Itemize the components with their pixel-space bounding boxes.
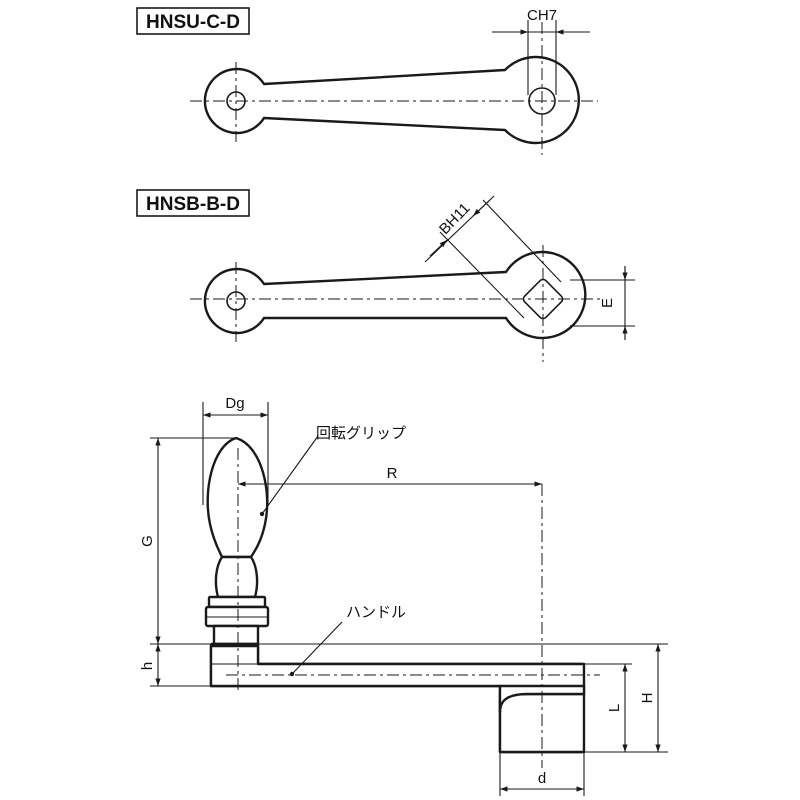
title-box-hnsu [136, 7, 250, 35]
title-hnsu: HNSU-C-D [146, 12, 240, 33]
bh11-arrow-a [429, 239, 448, 257]
dg-label: Dg [225, 395, 244, 412]
g-label: G [139, 535, 156, 547]
bh11-label: BH11 [436, 200, 474, 238]
square-bore [522, 278, 564, 320]
handle-arm-outline [203, 250, 587, 340]
handle-callout-leader [291, 621, 343, 675]
grip-collar [207, 595, 267, 609]
rotating-grip-knob [206, 436, 269, 559]
grip-callout-dot [259, 511, 265, 517]
bh11-extension-upper [482, 199, 562, 283]
title-hnsb: HNSB-B-D [146, 194, 240, 215]
bh11-arrow-b [472, 199, 491, 217]
r-label: R [387, 465, 398, 482]
bh11-extension-lower [439, 231, 525, 319]
handle-arm-outline [203, 55, 581, 145]
l-label: L [606, 704, 623, 712]
handle-callout-label: ハンドル [346, 603, 406, 621]
grip-neck [214, 555, 259, 599]
hub-fillet [498, 684, 586, 714]
d-label: d [538, 770, 546, 787]
title-box-hnsb [136, 189, 250, 217]
grip-shaft [212, 624, 260, 646]
view-side-elevation: Dg G h R L H d 回転グリップ ハンドル [139, 395, 668, 796]
e-label: E [599, 298, 616, 308]
h-big-label: H [639, 693, 656, 704]
grip-callout-leader [261, 435, 319, 515]
grip-callout-label: 回転グリップ [316, 424, 406, 442]
ch7-label: CH7 [527, 7, 557, 24]
view-hnsb-b-d: HNSB-B-D BH11 E [136, 189, 635, 362]
handle-callout-dot [289, 671, 295, 677]
view-hnsu-c-d: HNSU-C-D CH7 [136, 7, 598, 155]
h-small-label: h [139, 662, 156, 670]
